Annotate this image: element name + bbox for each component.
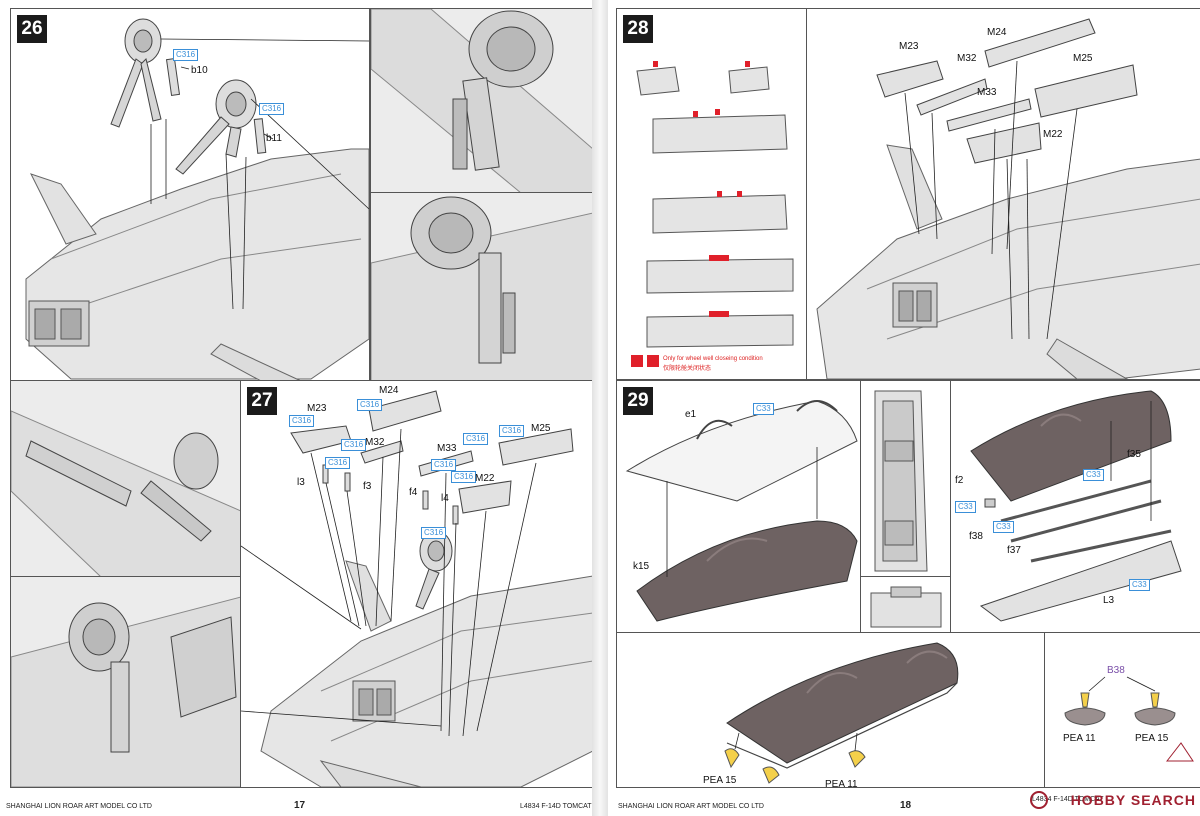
part-label-m25: M25: [1073, 53, 1093, 64]
step-28-parts-panel: 28 Only for wheel well closeing cond: [616, 8, 808, 380]
detail-wheel-closeup: [371, 9, 593, 193]
step-27-number: 27: [247, 387, 277, 415]
note-wheel-well-cn: 仅限轮舱关闭状态: [663, 366, 712, 372]
hobby-search-logo-icon: [1030, 791, 1048, 809]
paint-callout-c33: C33: [955, 501, 976, 513]
paint-callout-c316: C316: [259, 103, 285, 115]
part-label-e1: e1: [685, 409, 697, 420]
step-26-detail-bottom: [370, 192, 594, 382]
step-26-number: 26: [17, 15, 47, 43]
pe-parts-panel: B38 PEA 11 PEA 15: [1044, 632, 1200, 788]
step-29-frames-drawing: [970, 390, 1182, 622]
paint-callout-c33: C33: [1083, 469, 1104, 481]
step-27-detail-bottom: [10, 576, 242, 788]
part-label-m23: M23: [307, 403, 327, 414]
part-label-m22: M22: [475, 473, 495, 484]
part-label-m32: M32: [957, 53, 977, 64]
paint-callout-c316: C316: [463, 433, 489, 445]
part-label-f38: f38: [969, 531, 983, 542]
paint-callout-c316: C316: [499, 425, 525, 437]
paint-callout-c33: C33: [753, 403, 774, 415]
step-29-number: 29: [623, 387, 653, 415]
part-label-f35: f35: [1127, 449, 1141, 460]
part-label-m24: M24: [987, 27, 1007, 38]
page-gutter: [592, 0, 608, 816]
part-label-f3: f3: [363, 481, 372, 492]
part-label-m23: M23: [899, 41, 919, 52]
step-29-cockpit-detail: [860, 576, 952, 634]
footer-company: SHANGHAI LION ROAR ART MODEL CO LTD: [6, 803, 152, 810]
step-28-number: 28: [623, 15, 653, 43]
pe-label-pea11: PEA 11: [1063, 733, 1096, 744]
cockpit-detail-drawing: [870, 586, 942, 628]
step-27-drawing: [241, 390, 593, 787]
step-26-drawing: [25, 18, 369, 381]
note-wheel-well-en: Only for wheel well closeing condition: [663, 356, 763, 362]
paint-callout-c316: C316: [451, 471, 477, 483]
part-label-k15: k15: [633, 561, 650, 572]
footer-product: L4834 F-14D TOMCAT: [1032, 796, 1104, 803]
part-label-m22: M22: [1043, 129, 1063, 140]
page-number-18: 18: [900, 800, 912, 811]
part-label-m25: M25: [531, 423, 551, 434]
page-number-17: 17: [294, 800, 306, 811]
pe-label-pea15: PEA 15: [1135, 733, 1169, 744]
paint-callout-b38: B38: [1107, 665, 1125, 676]
step-26-detail-top: [370, 8, 594, 194]
page-18: 28 Only for wheel well closeing cond: [608, 0, 1200, 816]
detail-gear-leg: [11, 577, 241, 787]
callout-pea15: PEA 15: [703, 775, 737, 786]
part-label-m33: M33: [437, 443, 457, 454]
footer-product: L4834 F-14D TOMCAT: [520, 803, 592, 810]
step-28-main-panel: M23 M24 M32 M25 M33 M22: [806, 8, 1200, 380]
step-26-main-panel: 26: [10, 8, 370, 382]
paint-callout-c316: C316: [421, 527, 447, 539]
final-canopy-panel: PEA 15 PEA 11: [616, 632, 1046, 788]
paint-callout-c316: C316: [173, 49, 199, 61]
final-canopy-drawing: [724, 642, 959, 784]
detail-strut-closeup: [371, 193, 593, 381]
paint-callout-c316: C316: [341, 439, 367, 451]
step-29-canopy-drawing: [625, 400, 858, 622]
cockpit-tub-drawing: [874, 390, 928, 572]
footer-company: SHANGHAI LION ROAR ART MODEL CO LTD: [618, 803, 764, 810]
paint-callout-c316: C316: [289, 415, 315, 427]
part-label-f4: f4: [409, 487, 418, 498]
paint-callout-c33: C33: [993, 521, 1014, 533]
watermark-hobby-search: HOBBY SEARCH: [1070, 792, 1196, 808]
step-27-detail-top: [10, 380, 242, 578]
step-28-drawing: [816, 18, 1200, 379]
part-label-m32: M32: [365, 437, 385, 448]
part-label-m33: M33: [977, 87, 997, 98]
paint-callout-c33: C33: [1129, 579, 1150, 591]
page-17: 26: [0, 0, 594, 816]
detail-gear-door: [11, 381, 241, 577]
pe-parts-drawing: [1064, 676, 1194, 762]
step-27-main-panel: 27: [240, 380, 594, 788]
paint-callout-c316: C316: [431, 459, 457, 471]
part-label-m24: M24: [379, 385, 399, 396]
part-label-l3: l3: [297, 477, 305, 488]
step-29-cockpit-tub: [860, 380, 952, 578]
part-label-l3: L3: [1103, 595, 1115, 606]
part-label-b10: b10: [191, 65, 208, 76]
callout-pea11: PEA 11: [825, 779, 858, 788]
step-29-canopy-panel: 29 e1 C33 k15: [616, 380, 862, 634]
part-label-l4: l4: [441, 493, 449, 504]
step-28-door-sequence: [631, 61, 794, 367]
paint-callout-c316: C316: [357, 399, 383, 411]
part-label-f37: f37: [1007, 545, 1021, 556]
step-29-frames-panel: f35 f2 C33 C33 C33 f38 f37 C33 L3: [950, 380, 1200, 634]
part-label-b11: b11: [266, 133, 282, 144]
part-label-f2: f2: [955, 475, 964, 486]
paint-callout-c316: C316: [325, 457, 351, 469]
